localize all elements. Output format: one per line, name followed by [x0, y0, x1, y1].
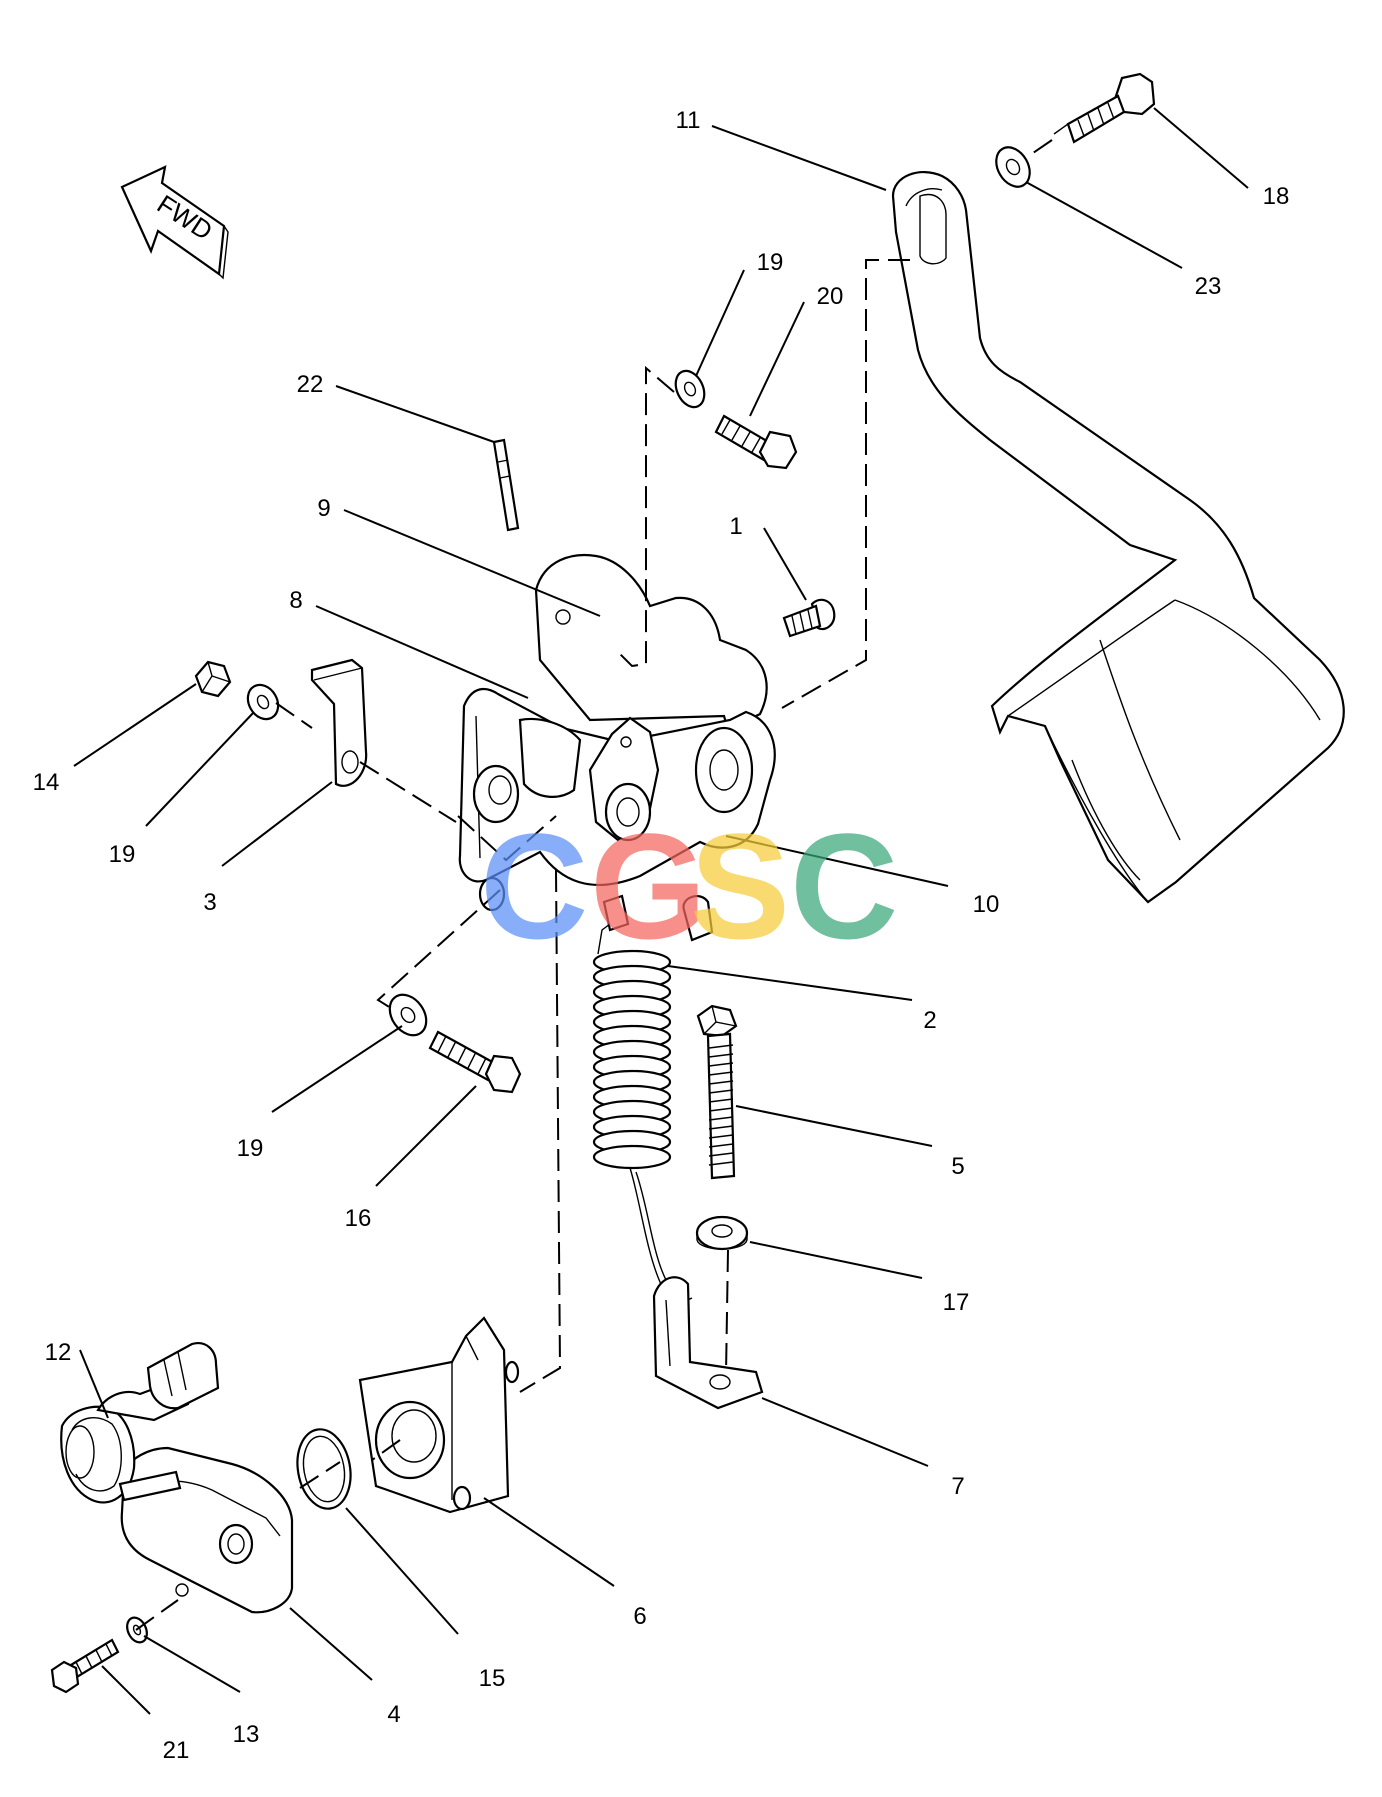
bolt-thread — [708, 1044, 734, 1049]
spring-coil — [592, 1144, 672, 1170]
bolt-thread — [708, 1098, 734, 1103]
bolt-thread — [708, 1080, 734, 1085]
pedal-base-8 — [458, 687, 776, 942]
roll-pin-22 — [492, 438, 520, 532]
callout-9: 9 — [317, 495, 330, 522]
mounting-bracket-9 — [534, 554, 768, 732]
washer-23 — [995, 146, 1031, 188]
watermark-letter-3: S — [690, 802, 790, 970]
watermark-letter-1: C — [480, 802, 588, 970]
clip-3 — [310, 658, 368, 787]
nut-14 — [194, 660, 232, 698]
bolt-thread — [708, 1062, 734, 1067]
callout-4: 4 — [387, 1701, 400, 1728]
bolt-thread — [708, 1143, 734, 1148]
sensor-housing-6 — [358, 1316, 520, 1514]
callout-14: 14 — [33, 769, 60, 796]
callout-6: 6 — [633, 1603, 646, 1630]
bolt-thread — [708, 1089, 734, 1094]
callout-8: 8 — [289, 587, 302, 614]
watermark-logo: C G S C — [480, 802, 898, 970]
callout-19-top: 19 — [757, 249, 784, 276]
callout-21: 21 — [163, 1737, 190, 1764]
bolt-thread — [708, 1071, 734, 1076]
bolt-thread — [708, 1116, 734, 1121]
bolt-thread — [708, 1125, 734, 1130]
callout-13: 13 — [233, 1721, 260, 1748]
washer-19-top — [674, 369, 706, 409]
callout-12: 12 — [45, 1339, 72, 1366]
position-sensor-4 — [120, 1446, 294, 1614]
callout-1: 1 — [729, 513, 742, 540]
callout-17: 17 — [943, 1289, 970, 1316]
bolt-thread — [708, 1107, 734, 1112]
connector-12 — [60, 1342, 220, 1504]
callout-19-left: 19 — [109, 841, 136, 868]
callout-23: 23 — [1195, 273, 1222, 300]
watermark-letter-4: C — [790, 802, 898, 970]
leader-lines — [73, 107, 1249, 1715]
callout-7: 7 — [951, 1473, 964, 1500]
accelerator-pedal — [891, 171, 1345, 904]
bolt-16 — [428, 1030, 522, 1094]
bolt-20 — [714, 414, 798, 470]
callout-2: 2 — [923, 1007, 936, 1034]
callout-10: 10 — [973, 891, 1000, 918]
bolt-thread — [708, 1152, 734, 1157]
return-spring-2 — [592, 923, 693, 1301]
bolt-thread — [708, 1053, 734, 1058]
callout-16: 16 — [345, 1205, 372, 1232]
callout-3: 3 — [203, 889, 216, 916]
callout-labels: 11 18 23 19 20 22 9 1 8 14 19 3 10 2 19 … — [33, 107, 1290, 1764]
callout-18: 18 — [1263, 183, 1290, 210]
bolt-thread — [708, 1161, 734, 1166]
callout-15: 15 — [479, 1665, 506, 1692]
bolt-18 — [1053, 72, 1156, 144]
screw-21 — [50, 1638, 120, 1694]
spring-bracket-7 — [652, 1276, 764, 1410]
o-ring-15 — [296, 1428, 352, 1510]
assembly-centerlines — [135, 139, 1053, 1631]
screw-1 — [782, 598, 836, 638]
callout-19-lower: 19 — [237, 1135, 264, 1162]
washer-17 — [695, 1215, 749, 1251]
bolt-thread — [708, 1134, 734, 1139]
watermark-letter-2: G — [590, 802, 707, 970]
washer-19-lower — [388, 993, 428, 1037]
callout-5: 5 — [951, 1153, 964, 1180]
callout-22: 22 — [297, 371, 324, 398]
forward-direction-arrow: FWD — [120, 165, 229, 280]
bolt-5 — [696, 1004, 738, 1180]
callout-20: 20 — [817, 283, 844, 310]
callout-11: 11 — [676, 107, 701, 134]
washer-19-left — [246, 683, 280, 721]
